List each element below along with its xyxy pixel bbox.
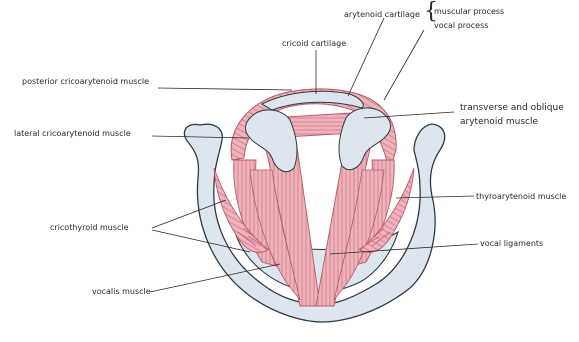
label-cricoid-cartilage: cricoid cartilage — [282, 40, 346, 48]
label-transverse-oblique-1: transverse and oblique — [460, 104, 564, 113]
label-vocal-process: vocal process — [434, 22, 488, 30]
leader-arytenoid — [348, 18, 384, 96]
label-cricothyroid: cricothyroid muscle — [50, 224, 129, 232]
label-muscular-process: muscular process — [434, 8, 504, 16]
label-transverse-oblique-2: arytenoid muscle — [460, 118, 538, 127]
label-vocalis: vocalis muscle — [92, 288, 151, 296]
leader-posterior-cricoarytenoid — [158, 88, 292, 90]
label-vocal-ligaments: vocal ligaments — [480, 240, 543, 248]
label-posterior-cricoarytenoid: posterior cricoarytenoid muscle — [22, 78, 149, 86]
label-lateral-cricoarytenoid: lateral cricoarytenoid muscle — [14, 130, 131, 138]
label-arytenoid-cartilage: arytenoid cartilage — [344, 11, 420, 19]
label-thyroarytenoid: thyroarytenoid muscle — [476, 193, 566, 201]
leader-vocal-process — [384, 30, 424, 100]
